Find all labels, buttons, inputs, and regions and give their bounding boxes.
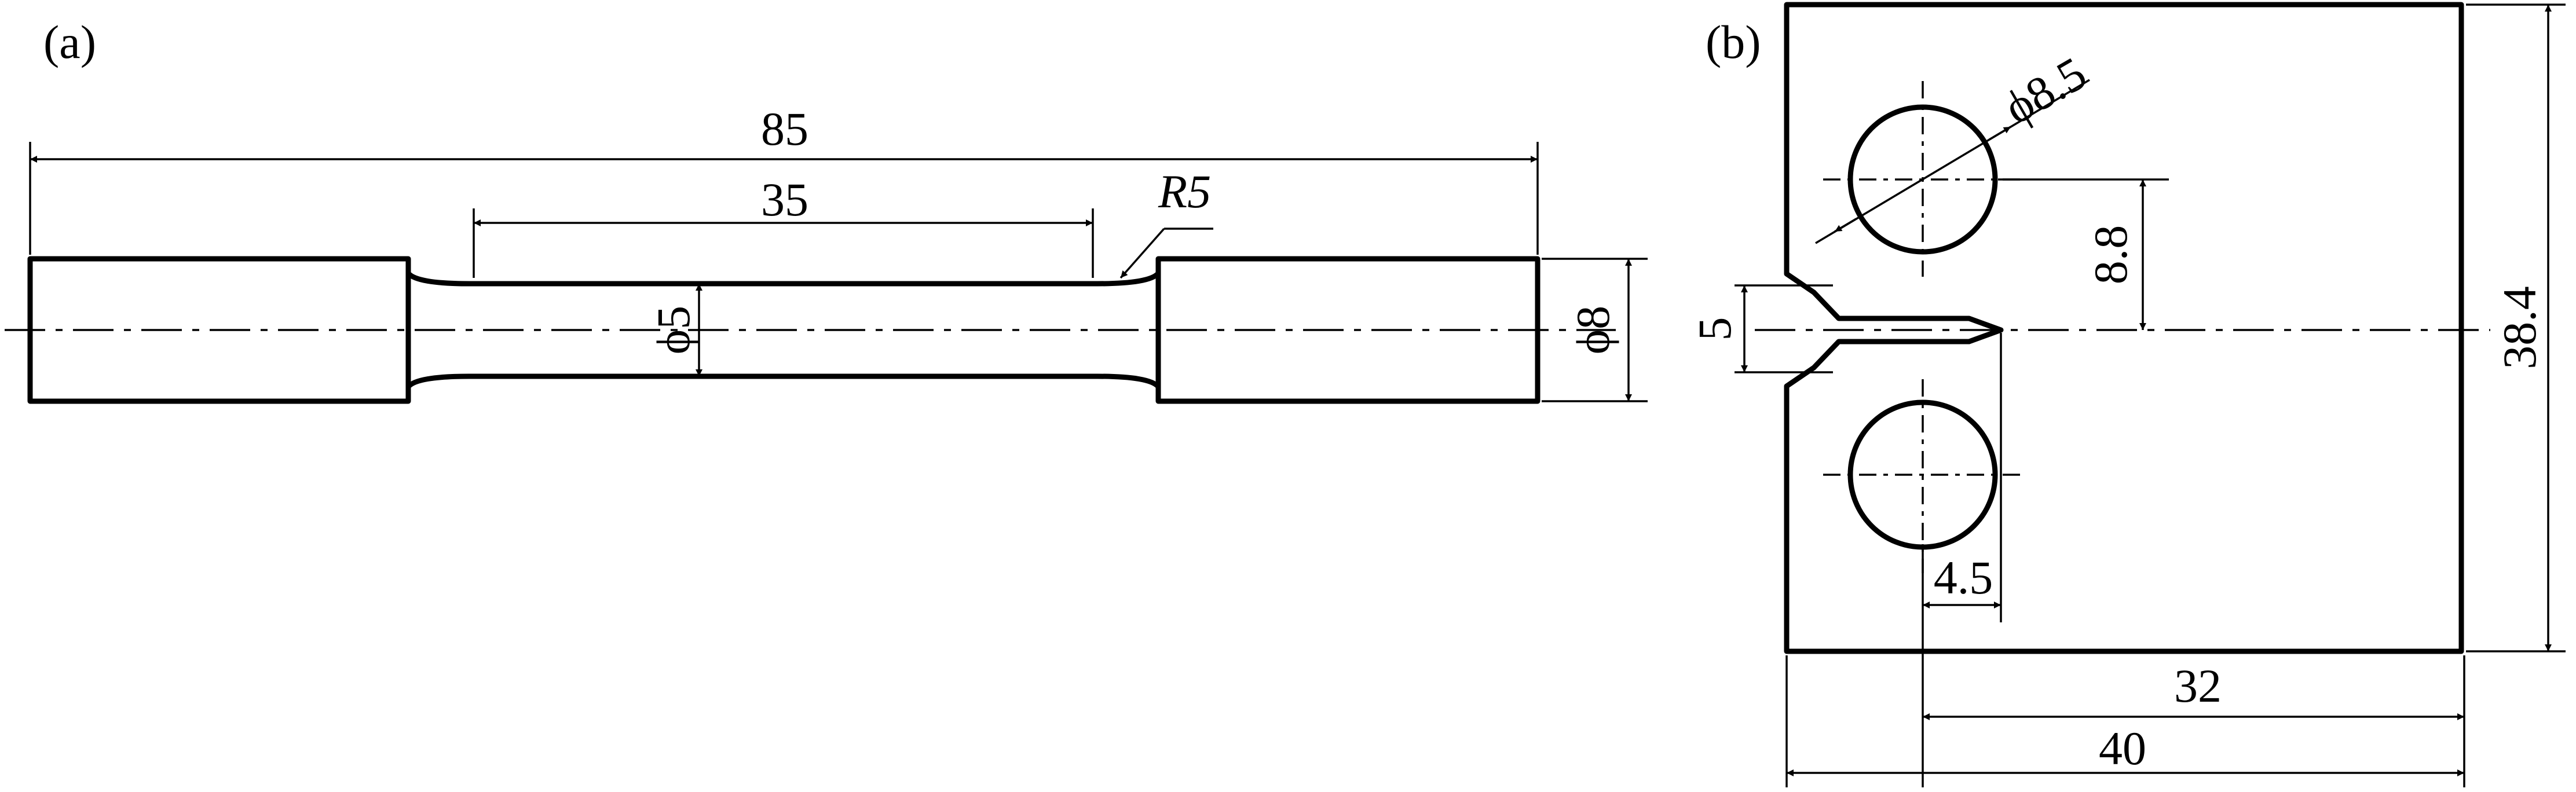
panel-b: (b) ϕ8.5 8.8 5 38.4 (1688, 2, 2566, 787)
gauge-length-value: 35 (761, 173, 808, 226)
tip-offset-value: 4.5 (1934, 551, 1993, 604)
compact-tension-specimen-outline (1784, 2, 2464, 654)
gauge-diameter-value: ϕ5 (647, 306, 700, 354)
hole-diameter-leader (1834, 218, 1857, 233)
grip-diameter-value: ϕ8 (1567, 306, 1619, 354)
width-value: 40 (2099, 722, 2146, 775)
panel-a: (a) 85 35 R5 ϕ5 ϕ8 (5, 16, 1648, 404)
ligament-value: 32 (2174, 659, 2222, 712)
tensile-specimen-outline (27, 256, 1541, 404)
fillet-radius-value: R5 (1158, 165, 1211, 218)
panel-a-label: (a) (43, 16, 96, 68)
notch-width-value: 5 (1688, 317, 1741, 341)
hole-diameter-leader (1989, 126, 2011, 141)
overall-length-value: 85 (761, 102, 808, 155)
hole-diameter-leader (1815, 79, 2090, 244)
hole-offset-value: 8.8 (2084, 225, 2137, 285)
panel-b-label: (b) (1706, 16, 1761, 68)
height-value: 38.4 (2493, 286, 2546, 369)
hole-diameter-value: ϕ8.5 (1995, 46, 2095, 134)
fillet-radius-leader (1119, 228, 1165, 279)
